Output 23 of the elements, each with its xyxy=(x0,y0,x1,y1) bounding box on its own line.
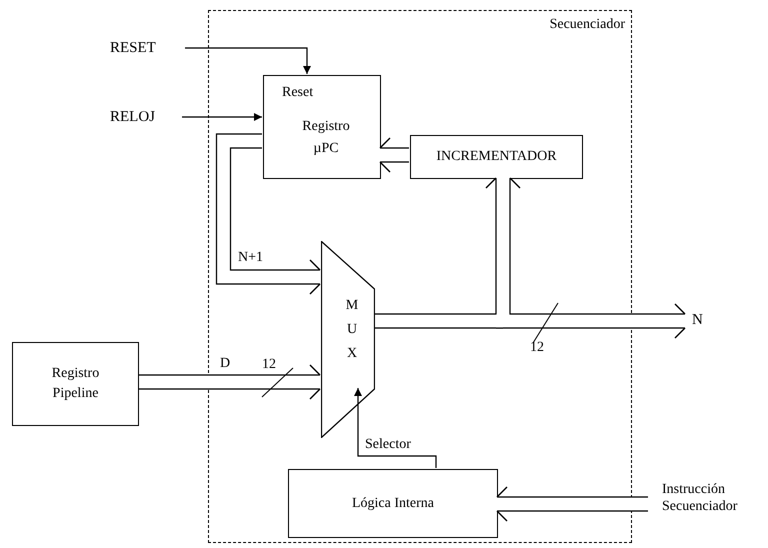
group-title: Secuenciador xyxy=(550,16,625,34)
process-box xyxy=(12,342,139,426)
pin-label: Reset xyxy=(282,84,314,102)
arrow xyxy=(185,47,311,74)
signal-label: RELOJ xyxy=(110,107,182,127)
bus-width-label: 12 xyxy=(530,340,544,356)
process-box xyxy=(410,135,583,179)
process-box xyxy=(263,75,381,179)
box-label: Registro Pipeline xyxy=(50,365,100,403)
box-label: Registro µPC xyxy=(301,118,351,158)
bus-width-label: 12 xyxy=(262,357,276,373)
box-label: Lógica Interna xyxy=(352,494,434,512)
signal-label: RESET xyxy=(110,38,185,58)
bus-line xyxy=(375,313,503,329)
multiplexer xyxy=(321,241,375,438)
arrow xyxy=(354,388,437,468)
signal-label: Instrucción Secuenciador xyxy=(662,481,766,523)
box-label: MUX xyxy=(345,296,359,362)
signal-label: N xyxy=(692,310,712,330)
arrow xyxy=(182,113,262,121)
box-label: INCREMENTADOR xyxy=(436,148,557,166)
process-box xyxy=(288,469,498,538)
dashed-group-box xyxy=(208,10,632,543)
